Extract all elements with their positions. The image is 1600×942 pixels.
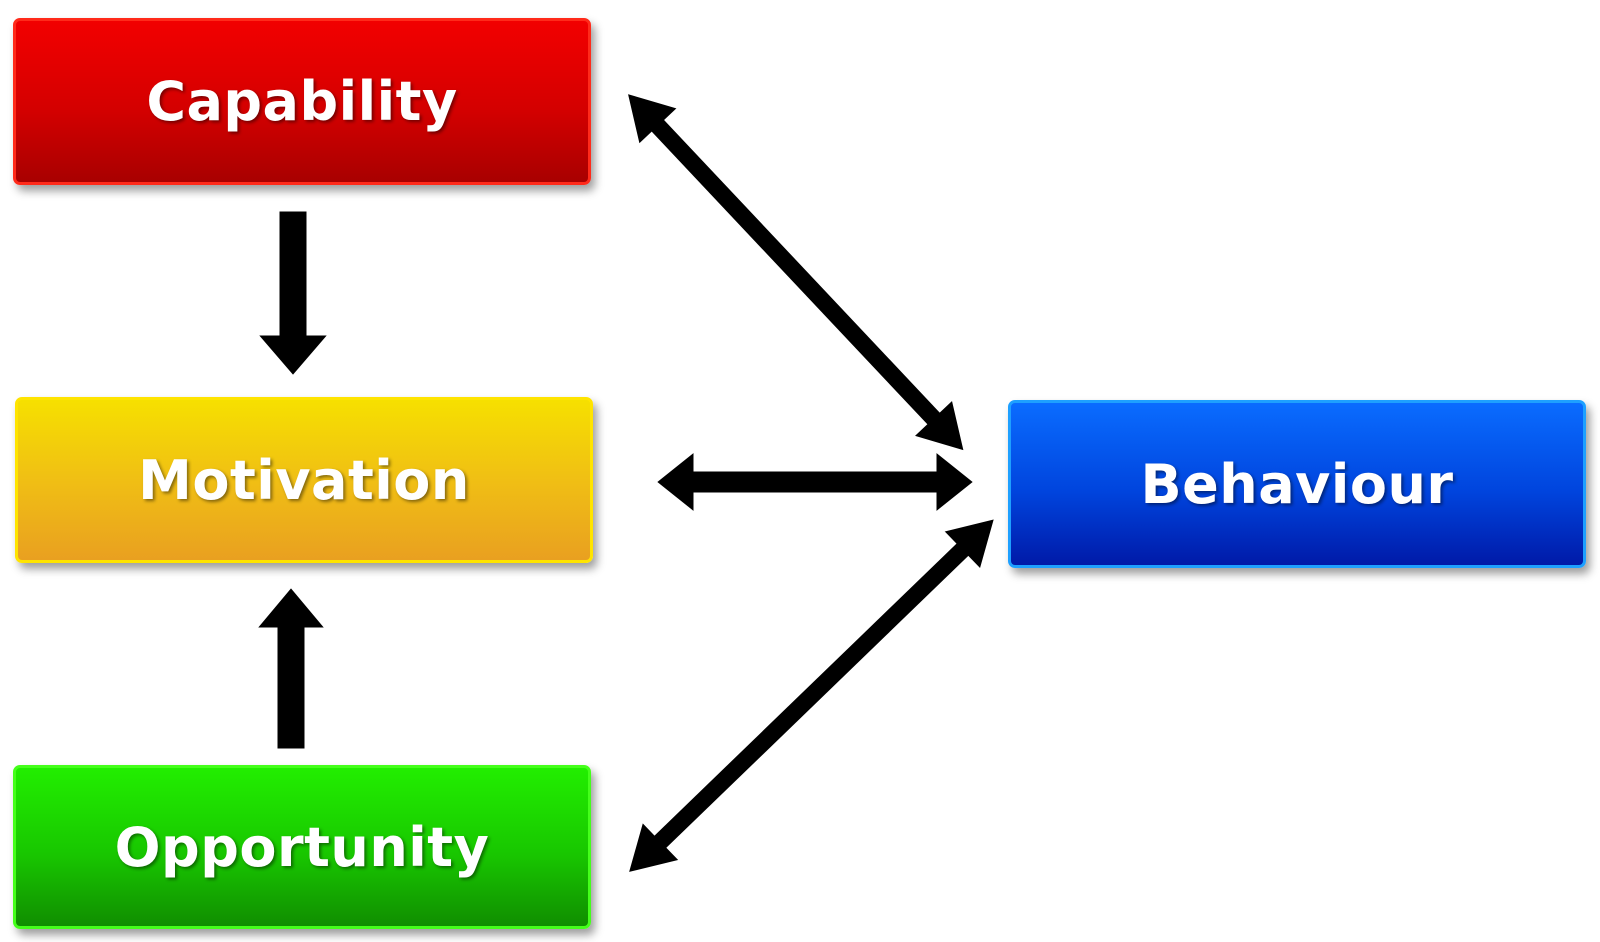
arrow-capability-behaviour xyxy=(623,89,968,455)
arrow-opportunity-behaviour xyxy=(624,515,998,877)
behaviour-label: Behaviour xyxy=(1140,452,1454,516)
motivation-label: Motivation xyxy=(138,448,470,512)
behaviour-box: Behaviour xyxy=(1008,400,1586,568)
arrow-opportunity-to-motivation xyxy=(251,583,331,752)
arrow-motivation-behaviour xyxy=(652,446,978,518)
opportunity-label: Opportunity xyxy=(114,815,490,879)
capability-label: Capability xyxy=(146,70,458,133)
arrow-capability-to-motivation xyxy=(252,208,334,380)
capability-box: Capability xyxy=(13,18,591,185)
motivation-box: Motivation xyxy=(15,397,593,563)
opportunity-box: Opportunity xyxy=(13,765,591,929)
